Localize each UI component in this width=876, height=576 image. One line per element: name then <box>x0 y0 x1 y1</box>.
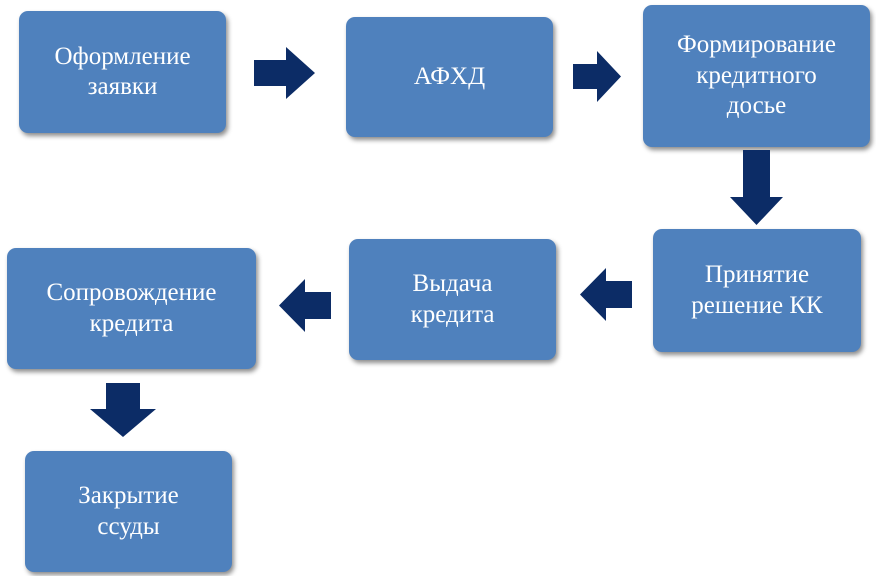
arrow-right-icon <box>254 47 315 99</box>
node-closure: Закрытие ссуды <box>25 451 232 572</box>
node-application: Оформление заявки <box>19 11 226 133</box>
node-credit-file-label: Формирование кредитного досье <box>677 31 836 120</box>
node-committee-decision: Принятие решение КК <box>653 229 861 352</box>
arrow-left-icon <box>580 268 632 321</box>
node-committee-decision-label: Принятие решение КК <box>691 261 823 319</box>
arrow-down-icon <box>90 383 156 437</box>
node-servicing: Сопровождение кредита <box>7 248 256 369</box>
arrow-right-icon <box>573 51 621 102</box>
node-afhd: АФХД <box>346 17 553 137</box>
node-closure-label: Закрытие ссуды <box>78 482 179 540</box>
arrow-left-icon <box>279 279 331 332</box>
node-application-label: Оформление заявки <box>54 42 191 101</box>
node-servicing-label: Сопровождение кредита <box>46 279 217 337</box>
arrow-down-icon <box>730 150 783 225</box>
node-issuance: Выдача кредита <box>349 239 556 360</box>
node-afhd-label: АФХД <box>413 62 486 90</box>
node-issuance-label: Выдача кредита <box>410 270 495 328</box>
node-credit-file: Формирование кредитного досье <box>643 5 870 147</box>
